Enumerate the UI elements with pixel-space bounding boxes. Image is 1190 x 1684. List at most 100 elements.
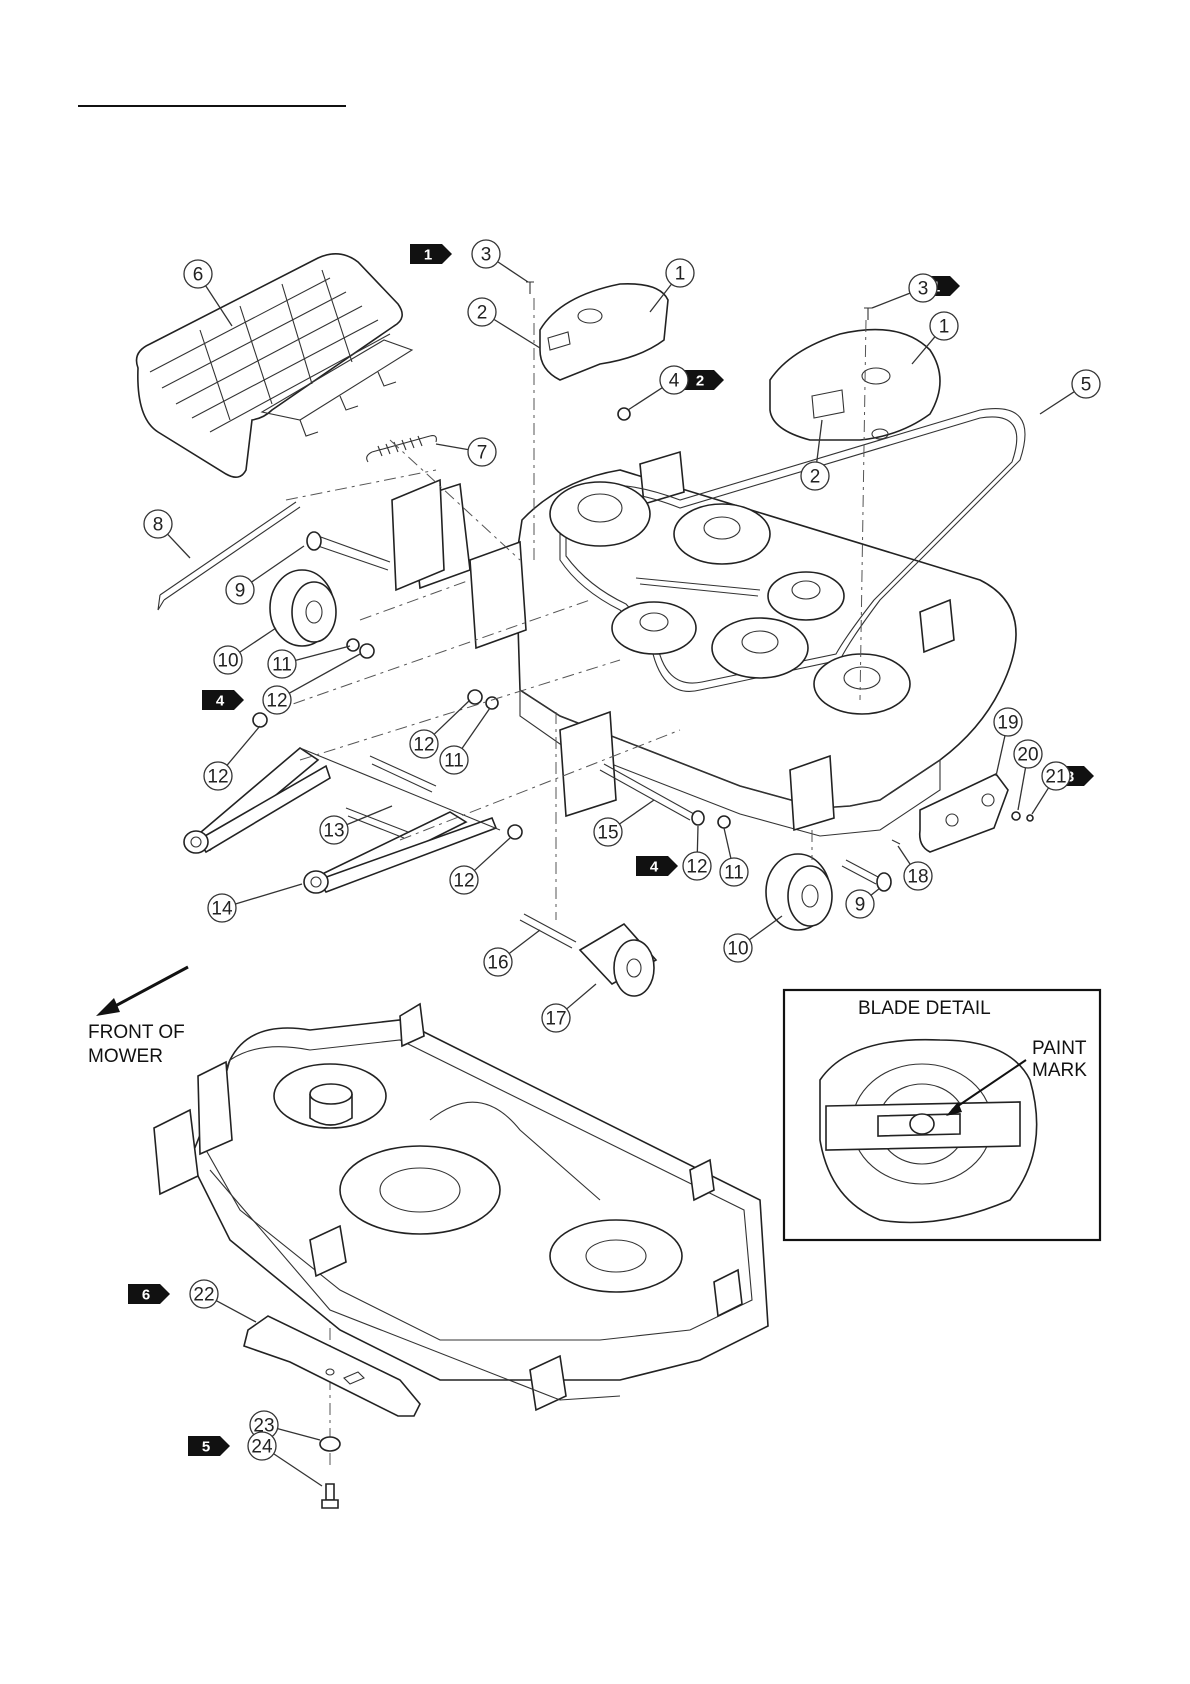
front-label-line1: FRONT OF [88,1022,185,1043]
wheel-bolt-right [842,860,880,884]
callout-9: 9 [846,890,874,918]
callout-number: 12 [413,735,434,756]
callout-number: 1 [939,317,950,338]
callout-17: 17 [542,1004,570,1032]
chute-spring [367,436,437,462]
nut-center [468,690,482,704]
callout-number: 19 [997,713,1018,734]
front-arrow [96,967,188,1016]
callout-leader-23 [278,1429,320,1440]
callout-leader-3 [498,262,528,282]
note-flag-6: 6 [128,1284,170,1304]
callout-leader-21 [1032,788,1049,814]
callout-11: 11 [720,858,748,886]
callout-leader-8 [168,534,190,558]
gauge-wheel-right [766,854,832,930]
callout-12: 12 [450,866,478,894]
deck-cover-right [770,330,940,440]
callout-number: 13 [323,821,344,842]
callout-number: 9 [235,581,246,602]
note-flag-number: 5 [202,1439,210,1456]
callout-leader-11 [462,708,490,748]
callout-leader-11 [296,646,350,660]
nut-lower [508,825,522,839]
callout-leader-3 [872,293,910,308]
callout-number: 2 [810,467,821,488]
callout-leader-4 [628,388,662,410]
callout-number: 14 [211,899,233,920]
note-flag-5: 5 [188,1436,230,1456]
callout-24: 24 [248,1432,276,1460]
callout-2: 2 [468,298,496,326]
callout-number: 8 [153,515,164,536]
callout-number: 18 [907,867,928,888]
callout-leader-22 [216,1301,256,1322]
callout-11: 11 [268,650,296,678]
nut-left [360,644,374,658]
note-flag-number: 1 [424,247,432,264]
roller-shaft [520,914,576,948]
callout-number: 11 [272,655,292,676]
callout-22: 22 [190,1280,218,1308]
callout-number: 15 [597,823,618,844]
bumper-plate [920,774,1008,852]
note-flag-number: 2 [696,373,704,390]
callout-leader-15 [619,800,654,824]
callout-11: 11 [440,746,468,774]
screw-right [864,308,872,320]
callout-number: 11 [724,863,744,884]
callout-14: 14 [208,894,236,922]
anti-scalp-roller [580,924,656,996]
callout-2: 2 [801,462,829,490]
callout-1: 1 [930,312,958,340]
gauge-wheel-left [270,570,336,646]
note-flag-4: 4 [636,856,678,876]
callout-number: 3 [918,279,929,300]
callout-number: 1 [675,264,686,285]
callout-18: 18 [904,862,932,890]
callout-number: 12 [453,871,474,892]
callout-20: 20 [1014,740,1042,768]
callout-leader-5 [1040,392,1074,414]
bolt-18 [892,840,900,844]
callout-12: 12 [683,852,711,880]
washer-right [718,816,730,828]
paint-mark-line2: MARK [1032,1060,1087,1081]
callout-7: 7 [468,438,496,466]
callout-12: 12 [410,730,438,758]
callout-number: 12 [686,857,707,878]
blade-detail-title: BLADE DETAIL [858,998,991,1019]
callout-leader-12 [227,726,260,765]
callout-10: 10 [214,646,242,674]
deck-cover-left [540,284,668,380]
callout-number: 2 [477,303,488,324]
callout-leader-12 [434,700,470,734]
callout-leader-18 [898,846,910,864]
callout-3: 3 [472,240,500,268]
deck-underside [154,1004,768,1410]
callout-leader-20 [1018,768,1026,810]
wheel-bolt-left [307,532,390,570]
callout-leader-12 [474,838,510,871]
callout-leader-2 [494,319,540,348]
callout-number: 9 [855,895,866,916]
callout-number: 10 [727,939,748,960]
callout-number: 12 [207,767,228,788]
callout-leader-19 [996,736,1005,776]
callout-number: 10 [217,651,238,672]
callout-number: 24 [251,1437,273,1458]
callout-number: 5 [1081,375,1092,396]
callout-leader-10 [240,628,276,652]
callout-number: 22 [193,1285,214,1306]
note-flag-number: 6 [142,1287,150,1304]
nut-right [692,811,704,825]
callout-leader-10 [749,916,782,940]
callout-leader-9 [871,888,880,895]
note-flag-number: 4 [650,859,659,876]
callout-9: 9 [226,576,254,604]
callout-leader-14 [235,884,302,904]
chute-deflector [137,254,413,477]
callout-8: 8 [144,510,172,538]
